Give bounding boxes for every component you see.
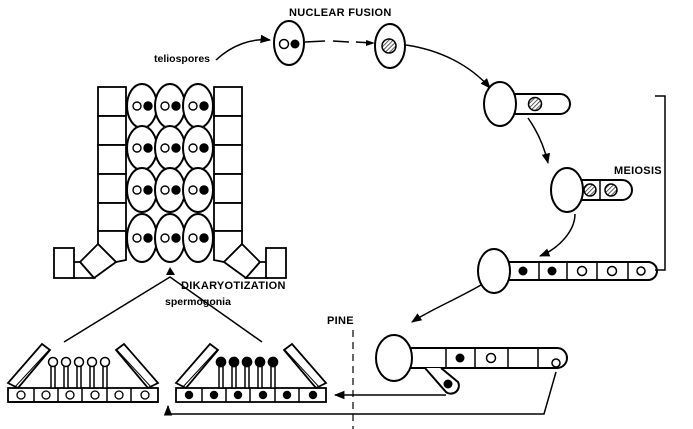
spermogonium-dark — [176, 344, 326, 402]
nuclear-fusion-label: NUCLEAR FUSION — [289, 7, 392, 19]
cycle-arrow-4 — [412, 285, 481, 322]
cycle-arrow-2 — [528, 118, 548, 163]
cycle-arrow-1 — [406, 45, 490, 88]
meiosis-bracket — [655, 96, 665, 270]
spermogonia-label: spermogonia — [165, 296, 231, 308]
telial-sorus — [54, 84, 286, 278]
basidium-stage-3 — [478, 249, 657, 293]
pine-label: PINE — [327, 315, 354, 327]
cycle-arrow-3 — [540, 214, 575, 256]
meiosis-label: MEIOSIS — [614, 165, 662, 177]
fusion-arrow — [305, 41, 372, 43]
fused-nucleus-cell — [375, 24, 405, 68]
dikaryotic-teliospore-cell — [274, 21, 304, 65]
basidium-on-pine — [376, 335, 567, 394]
basidium-stage-1 — [484, 82, 570, 126]
teliospores-label: teliospores — [154, 53, 210, 65]
teliospore-arrow — [216, 40, 270, 60]
spermogonium-light — [8, 344, 158, 402]
dikaryotization-label: DIKARYOTIZATION — [181, 280, 286, 292]
